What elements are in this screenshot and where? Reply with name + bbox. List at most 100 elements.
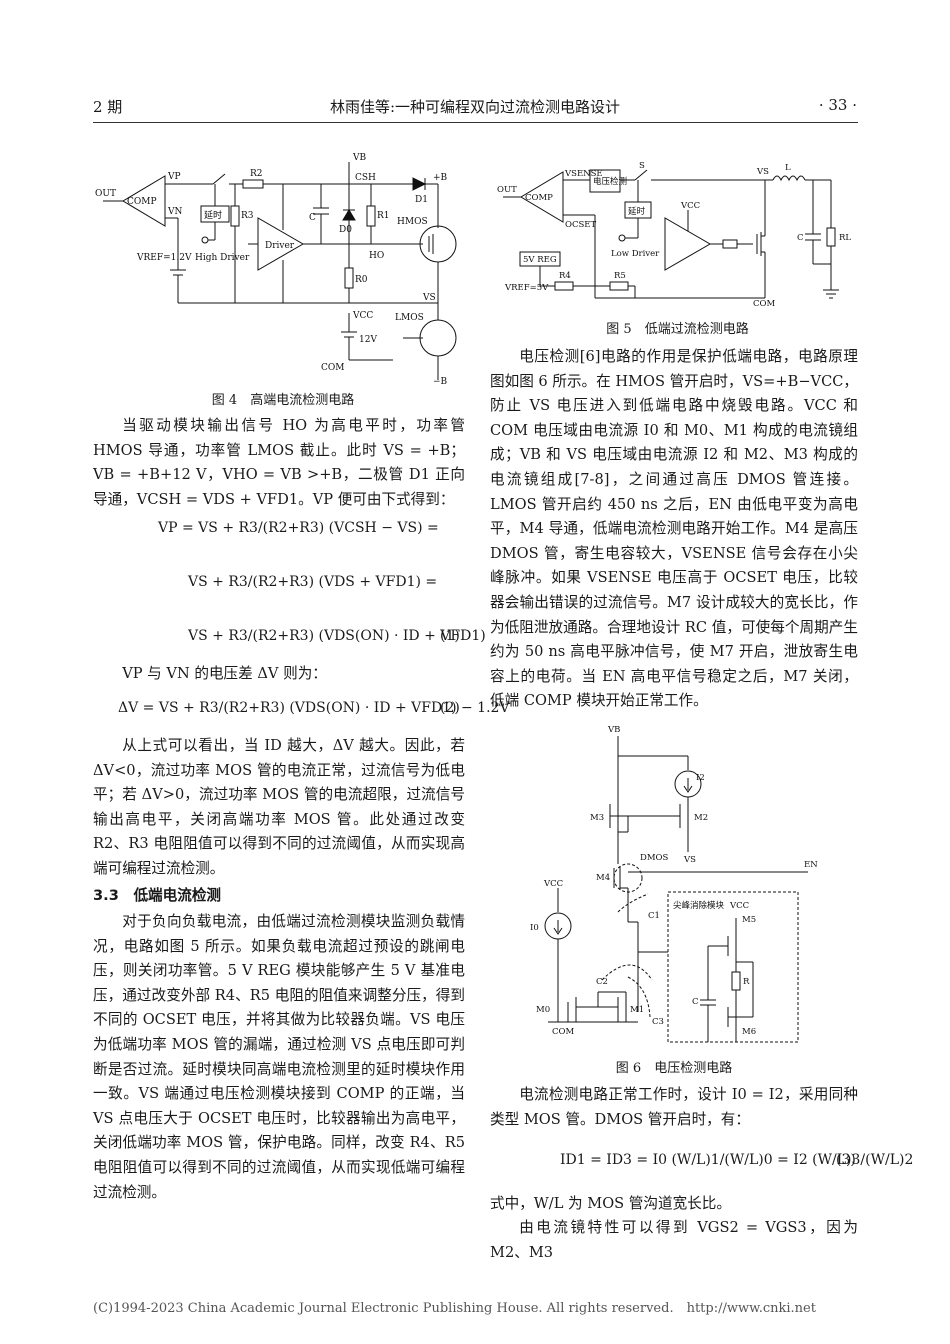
- fig6-label-com: COM: [552, 1027, 574, 1037]
- fig5-label-vsense: VSENSE: [564, 169, 603, 179]
- fig4-label-r1: R1: [377, 211, 390, 221]
- equation-2-number: (2): [440, 700, 460, 716]
- right-p1-text: 电压检测[6]电路的作用是保护低端电路，电路原理图如图 6 所示。在 HMOS …: [490, 348, 859, 710]
- fig4-label-vb: VB: [352, 153, 366, 163]
- fig4-label-vs: VS: [422, 293, 436, 303]
- right-paragraph-4: 由电流镜特性可以得到 VGS2 = VGS3，因为 M2、M3: [490, 1216, 858, 1265]
- equation-1-line-2: VS + R3/(R2+R3) (VDS + VFD1) =: [188, 574, 438, 590]
- fig6-label-en: EN: [804, 860, 818, 870]
- fig6-label-c2: C2: [596, 977, 608, 987]
- fig6-label-spike: 尖峰消除模块: [673, 900, 725, 911]
- fig4-label-hmos: HMOS: [397, 217, 428, 227]
- fig4-label-ho: HO: [369, 251, 384, 261]
- issue-number: 2 期: [93, 98, 123, 116]
- fig5-label-delay: 延时: [628, 206, 646, 217]
- header-rule: [93, 122, 858, 123]
- fig6-label-c3: C3: [652, 1017, 664, 1027]
- fig6-label-c1: C1: [648, 911, 660, 921]
- right-p4-text: 由电流镜特性可以得到 VGS2 = VGS3，因为 M2、M3: [490, 1219, 858, 1261]
- fig4-label-comp: COMP: [127, 197, 157, 207]
- fig4-label-12v: 12V: [359, 335, 377, 345]
- fig4-label-csh: CSH: [355, 173, 376, 183]
- fig4-label-high-driver: High Driver: [195, 253, 250, 263]
- figure-4-caption: 图 4 高端电流检测电路: [211, 393, 355, 408]
- figure-4-circuit: OUT COMP VP VN VREF=1.2V R2 R3 延时 High D…: [95, 153, 457, 387]
- figure-6-caption: 图 6 电压检测电路: [615, 1061, 733, 1076]
- fig4-label-delay: 延时: [204, 209, 222, 221]
- fig5-label-vs: VS: [756, 167, 769, 177]
- fig4-label-vn: VN: [167, 207, 182, 217]
- fig4-label-c: C: [309, 213, 316, 223]
- fig6-label-vb: VB: [607, 725, 620, 735]
- left-paragraph-4: 对于负向负载电流，由低端过流检测模块监测负载情况，电路如图 5 所示。如果负载电…: [93, 910, 465, 1205]
- fig6-label-dmos: DMOS: [640, 853, 668, 863]
- left-p4-text: 对于负向负载电流，由低端过流检测模块监测负载情况，电路如图 5 所示。如果负载电…: [93, 913, 465, 1201]
- left-paragraph-2: VP 与 VN 的电压差 ΔV 则为：: [93, 662, 465, 687]
- fig4-label-out: OUT: [95, 189, 116, 199]
- fig6-label-r: R: [743, 977, 750, 987]
- equation-2: ΔV = VS + R3/(R2+R3) (VDS(ON) · ID + VFD…: [118, 700, 510, 716]
- fig5-label-low-driver: Low Driver: [611, 249, 660, 259]
- fig6-label-m2: M2: [694, 813, 708, 823]
- fig5-label-out: OUT: [497, 185, 517, 195]
- left-paragraph-1: 当驱动模块输出信号 HO 为高电平时，功率管 HMOS 导通，功率管 LMOS …: [93, 414, 465, 512]
- fig6-label-m4: M4: [596, 873, 610, 883]
- fig5-label-comp: COMP: [525, 193, 553, 203]
- fig4-label-lmos: LMOS: [395, 313, 424, 323]
- fig5-label-r4: R4: [559, 271, 571, 281]
- fig5-label-r5: R5: [614, 271, 626, 281]
- copyright-footer: (C)1994-2023 China Academic Journal Elec…: [93, 1301, 816, 1316]
- fig4-label-r3: R3: [241, 211, 254, 221]
- fig5-label-ocset: OCSET: [565, 220, 597, 230]
- fig6-label-m5: M5: [742, 915, 756, 925]
- fig4-label-vcc: VCC: [352, 311, 373, 321]
- equation-3-number: (3): [836, 1152, 856, 1168]
- fig5-label-l: L: [785, 163, 791, 173]
- fig6-label-m1: M1: [630, 1005, 644, 1015]
- figure-6-circuit: VB I2 M3 M2 VS DMOS M4 EN VCC C1 尖峰消除模块 …: [530, 725, 818, 1043]
- page-number: · 33 ·: [818, 96, 857, 114]
- right-paragraph-3: 式中，W/L 为 MOS 管沟道宽长比。: [490, 1192, 858, 1217]
- fig5-label-vdetect: 电压检测: [593, 176, 627, 187]
- fig5-label-s: S: [639, 161, 645, 171]
- right-paragraph-2: 电流检测电路正常工作时，设计 I0 = I2，采用同种类型 MOS 管。DMOS…: [490, 1083, 858, 1132]
- fig4-label-minus-b: −B: [433, 377, 448, 387]
- fig5-label-c: C: [797, 233, 804, 243]
- fig5-label-com: COM: [753, 299, 775, 309]
- equation-1-line-3: VS + R3/(R2+R3) (VDS(ON) · ID + VFD1): [188, 628, 486, 644]
- fig4-label-r0: R0: [355, 275, 368, 285]
- fig4-label-driver: Driver: [265, 241, 295, 251]
- right-p3-text: 式中，W/L 为 MOS 管沟道宽长比。: [490, 1195, 731, 1212]
- fig6-label-i2: I2: [696, 773, 705, 783]
- left-p2-text: VP 与 VN 的电压差 ΔV 则为：: [122, 665, 327, 682]
- fig5-label-vreg: 5V REG: [523, 255, 557, 265]
- fig5-label-vcc: VCC: [680, 201, 700, 211]
- fig5-label-vref: VREF=5V: [504, 283, 549, 293]
- fig4-label-plus-b: +B: [433, 173, 448, 183]
- fig6-label-m0: M0: [536, 1005, 550, 1015]
- right-paragraph-1: 电压检测[6]电路的作用是保护低端电路，电路原理图如图 6 所示。在 HMOS …: [490, 345, 858, 714]
- fig6-label-vs: VS: [683, 855, 696, 865]
- fig6-label-vcc: VCC: [543, 879, 563, 889]
- fig4-label-r2: R2: [250, 169, 263, 179]
- fig5-label-rl: RL: [839, 233, 851, 243]
- fig4-label-d0: D0: [339, 225, 352, 235]
- fig6-label-i0: I0: [530, 923, 539, 933]
- right-p2-text: 电流检测电路正常工作时，设计 I0 = I2，采用同种类型 MOS 管。DMOS…: [490, 1086, 858, 1128]
- left-p1-text: 当驱动模块输出信号 HO 为高电平时，功率管 HMOS 导通，功率管 LMOS …: [93, 417, 465, 508]
- equation-1-line-1: VP = VS + R3/(R2+R3) (VCSH − VS) =: [158, 520, 439, 536]
- figure-5-caption: 图 5 低端过流检测电路: [606, 322, 749, 337]
- running-title: 林雨佳等:一种可编程双向过流检测电路设计: [329, 98, 621, 116]
- fig6-label-m3: M3: [590, 813, 604, 823]
- fig6-label-m6: M6: [742, 1027, 756, 1037]
- fig6-label-vcc2: VCC: [729, 901, 749, 911]
- left-paragraph-3: 从上式可以看出，当 ID 越大，ΔV 越大。因此，若 ΔV<0，流过功率 MOS…: [93, 734, 465, 882]
- fig4-label-d1: D1: [415, 195, 428, 205]
- fig4-label-vref: VREF=1.2V: [136, 253, 192, 263]
- fig4-label-com: COM: [321, 363, 344, 373]
- section-heading-3-3: 3.3 低端电流检测: [93, 887, 222, 904]
- left-p3-text: 从上式可以看出，当 ID 越大，ΔV 越大。因此，若 ΔV<0，流过功率 MOS…: [93, 737, 465, 877]
- fig4-label-vp: VP: [167, 172, 181, 182]
- fig6-label-c: C: [692, 997, 699, 1007]
